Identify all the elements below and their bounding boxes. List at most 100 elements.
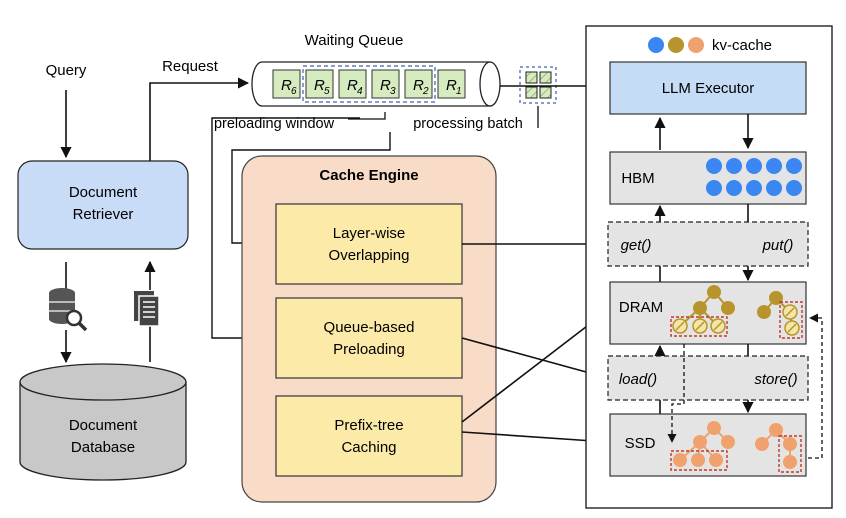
kv-node xyxy=(769,291,783,305)
kv-node xyxy=(721,435,735,449)
kv-node xyxy=(755,437,769,451)
ssd-group-frame xyxy=(778,435,802,473)
hbm-kv-dot xyxy=(706,158,722,174)
prefix-to-dram-arrow xyxy=(461,309,609,423)
ssd-to-dram-swap-arrow xyxy=(808,313,823,459)
hbm-kv-dot xyxy=(726,158,742,174)
kv-node xyxy=(673,453,687,467)
load-label: load() xyxy=(619,371,657,388)
queue-request-label: R xyxy=(281,77,292,94)
request-label: Request xyxy=(162,58,219,75)
request-arrow xyxy=(149,77,250,161)
kv-node xyxy=(707,285,721,299)
queue-request-index: 2 xyxy=(422,86,429,97)
layerwise-overlapping-box: Layer-wise Overlapping xyxy=(275,203,463,285)
dram-prefix-tree xyxy=(670,285,803,339)
hbm-kv-dot xyxy=(746,180,762,196)
preloading-window-bracket xyxy=(348,112,386,120)
dram-label: DRAM xyxy=(619,299,663,316)
get-label: get() xyxy=(621,237,652,254)
document-database: Document Database xyxy=(19,363,187,481)
preloading-window-label: preloading window xyxy=(214,116,335,132)
kv-node xyxy=(691,453,705,467)
hbm-kv-dot xyxy=(726,180,742,196)
document-database-line1: Document xyxy=(69,417,138,434)
kv-node xyxy=(693,301,707,315)
prefix-line2: Caching xyxy=(341,439,396,456)
evicted-mark xyxy=(695,321,705,331)
query-label: Query xyxy=(46,62,87,79)
llm-executor-label: LLM Executor xyxy=(662,80,755,97)
queue-request-index: 4 xyxy=(357,86,363,97)
evicted-mark xyxy=(713,321,723,331)
hbm-kv-dot xyxy=(786,158,802,174)
kv-node xyxy=(769,423,783,437)
kv-node xyxy=(709,453,723,467)
cache-engine-title: Cache Engine xyxy=(319,167,418,184)
document-retriever-line1: Document xyxy=(69,184,138,201)
document-retriever-box: Document Retriever xyxy=(17,160,189,250)
waiting-queue-title: Waiting Queue xyxy=(305,32,404,49)
hbm-kv-dot xyxy=(766,180,782,196)
queue-request-index: 6 xyxy=(291,86,297,97)
llm-executor-box: LLM Executor xyxy=(609,61,807,115)
processing-batch-label: processing batch xyxy=(413,116,523,132)
queue-request-index: 3 xyxy=(390,86,396,97)
put-label: put() xyxy=(762,237,794,254)
queue-request-index: 1 xyxy=(456,86,462,97)
hbm-kv-dot xyxy=(746,158,762,174)
ssd-label: SSD xyxy=(625,435,656,452)
queue-request-index: 5 xyxy=(324,86,330,97)
kv-cache-legend: kv-cache xyxy=(648,37,772,54)
evicted-group-frame xyxy=(670,316,728,337)
queue-line2: Preloading xyxy=(333,341,405,358)
ssd-prefix-tree xyxy=(670,421,802,473)
kv-cache-label: kv-cache xyxy=(712,37,772,54)
prefix-line1: Prefix-tree xyxy=(334,417,403,434)
load-store-row: load() store() xyxy=(607,355,809,401)
document-database-line2: Database xyxy=(71,439,135,456)
ssd-group-frame xyxy=(670,450,728,471)
database-search-icon xyxy=(49,288,88,332)
layerwise-line2: Overlapping xyxy=(329,247,410,264)
queue-line1: Queue-based xyxy=(324,319,415,336)
document-retriever-line2: Retriever xyxy=(73,206,134,223)
hbm-label: HBM xyxy=(621,170,654,187)
prefix-tree-caching-box: Prefix-tree Caching xyxy=(275,395,463,477)
preloading-window-frame xyxy=(302,65,436,103)
queue-based-preloading-box: Queue-based Preloading xyxy=(275,297,463,379)
hbm-kv-dot xyxy=(786,180,802,196)
get-put-row: get() put() xyxy=(607,221,809,267)
kv-node xyxy=(693,435,707,449)
dram-to-ssd-swap-arrow xyxy=(667,344,685,443)
queue-request-label: R xyxy=(380,77,391,94)
kv-node xyxy=(757,305,771,319)
hbm-kv-dot xyxy=(706,180,722,196)
queue-request-label: R xyxy=(347,77,358,94)
kv-node xyxy=(783,437,797,451)
queue-request-label: R xyxy=(314,77,325,94)
queue-request-label: R xyxy=(413,77,424,94)
kv-node xyxy=(721,301,735,315)
evicted-mark xyxy=(675,321,685,331)
evicted-mark xyxy=(785,307,795,317)
queue-to-loadstore-arrow xyxy=(461,337,610,381)
kv-node xyxy=(783,455,797,469)
evicted-group-frame xyxy=(779,301,803,339)
processing-batch xyxy=(519,66,557,104)
evicted-mark xyxy=(787,323,797,333)
queue-request-label: R xyxy=(446,77,457,94)
document-icon xyxy=(133,290,160,327)
hbm-kv-dot xyxy=(766,158,782,174)
hbm-kv-dots xyxy=(706,158,802,196)
prefix-to-ssd-arrow xyxy=(461,431,610,447)
layerwise-line1: Layer-wise xyxy=(333,225,406,242)
